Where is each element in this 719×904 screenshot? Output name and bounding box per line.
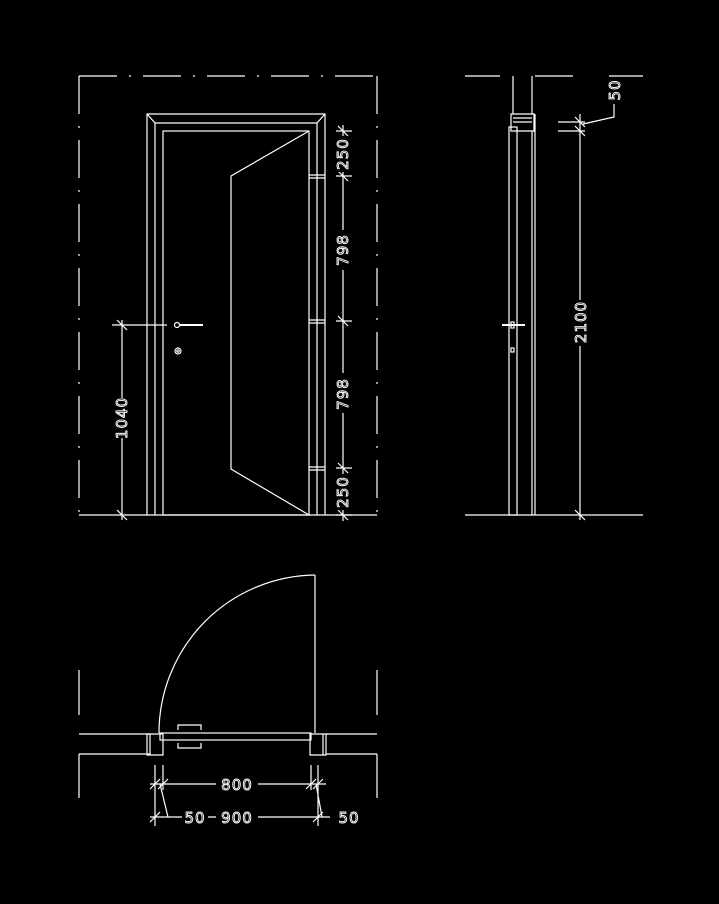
front-elevation: 250 798 798 250 1040 — [78, 75, 378, 521]
plan-view: 800 900 50 50 — [78, 574, 378, 827]
dim-label-250-top: 250 — [334, 138, 352, 170]
wall-section — [512, 76, 533, 114]
head-frame — [510, 113, 535, 132]
dim-label-head: 50 — [606, 79, 624, 100]
door-leaf — [162, 130, 310, 516]
door-frame-inner — [154, 122, 318, 515]
wall-lines — [79, 733, 377, 755]
frame-miter — [146, 113, 326, 124]
dim-label-frame-right: 50 — [338, 809, 359, 827]
keyhole-icon — [174, 347, 182, 355]
frame-jambs-plan — [146, 733, 327, 756]
handle-rose — [173, 321, 181, 329]
leader-line — [582, 104, 615, 125]
door-handles-plan — [177, 724, 202, 749]
door-swing-arc — [158, 574, 316, 734]
door-leaf-plan — [159, 732, 312, 741]
dimension-ticks-right — [336, 125, 352, 521]
frame-jamb-side — [531, 114, 536, 515]
dim-label-frame-left: 50 — [184, 809, 205, 827]
door-swing-indicator — [230, 130, 310, 516]
keyhole-side — [510, 347, 515, 353]
dim-label-250-bottom: 250 — [334, 476, 352, 508]
dim-label-798-upper: 798 — [334, 234, 352, 266]
dim-label-total-width: 900 — [221, 809, 253, 827]
dim-label-798-lower: 798 — [334, 378, 352, 410]
door-leaf-side — [508, 126, 518, 516]
side-elevation: 2100 50 — [465, 75, 643, 521]
dim-label-height: 2100 — [572, 301, 590, 343]
hinges — [309, 174, 325, 471]
wall-opening-outline — [78, 75, 378, 515]
dim-label-handle-height: 1040 — [113, 397, 131, 439]
door-frame-outer — [146, 113, 326, 515]
dim-label-clear-width: 800 — [221, 776, 253, 794]
wall-ends — [78, 670, 378, 798]
